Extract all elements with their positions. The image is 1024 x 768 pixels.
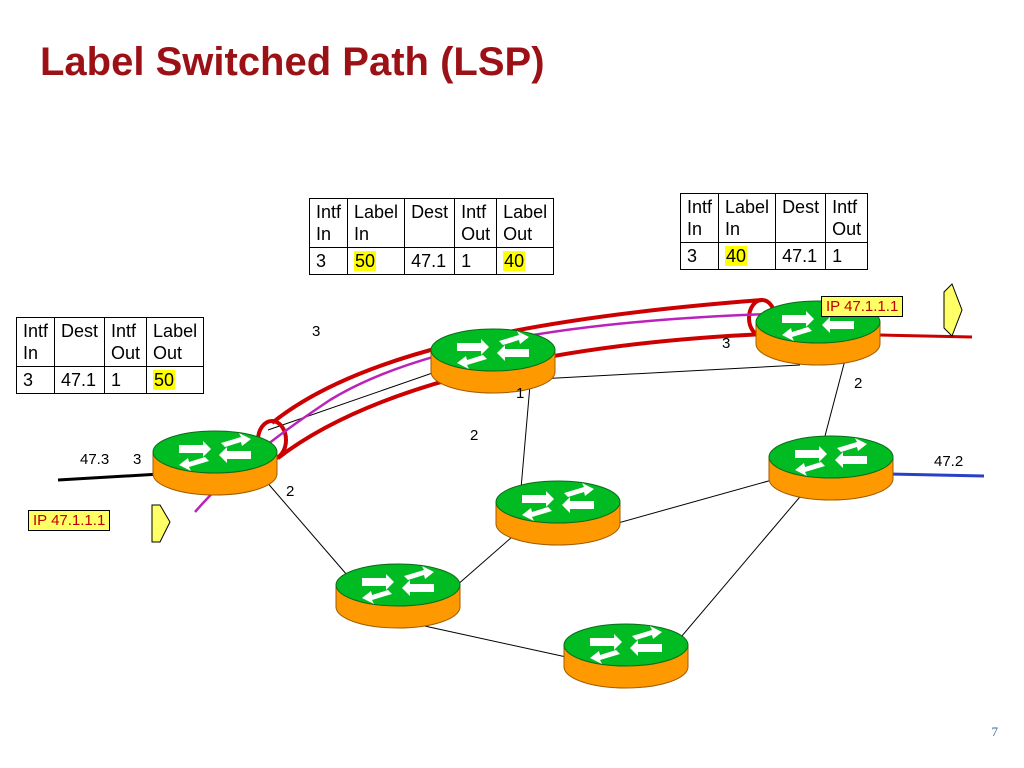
table-header-cell: Intf In — [308, 198, 349, 248]
page-title: Label Switched Path (LSP) — [40, 40, 545, 84]
table-cell-label-in: 40 — [718, 242, 777, 270]
core-interface-2: 2 — [470, 427, 478, 444]
packet-arrow-icon — [943, 283, 963, 337]
router-icon-ingress — [152, 430, 278, 496]
table-cell-label-out: 50 — [146, 366, 205, 394]
packet-arrow-icon — [151, 504, 171, 543]
table-header-cell: Label Out — [496, 198, 555, 248]
ingress-packet-label: IP 47.1.1.1 — [28, 510, 111, 531]
table-cell: 47.1 — [404, 247, 456, 275]
router-icon-right — [768, 435, 894, 501]
router-icon-center — [495, 480, 621, 546]
link-bottomleft-bottomright — [419, 624, 581, 661]
router-icon-bottomleft — [335, 563, 461, 629]
table-header-cell: Label Out — [146, 317, 205, 367]
ingress-interface-2: 2 — [286, 483, 294, 500]
table-header-cell: Dest — [54, 317, 106, 367]
link-center-right — [599, 474, 791, 529]
label-out-value: 40 — [503, 251, 526, 271]
table-header-cell: Intf Out — [454, 198, 498, 248]
table-cell: 47.1 — [775, 242, 827, 270]
table-header-cell: Label In — [347, 198, 406, 248]
link-ingress-bottomleft — [264, 479, 361, 591]
interface-labels: 47.3 47.2 3 2 3 1 2 3 2 — [80, 323, 963, 500]
table-cell: 3 — [15, 366, 56, 394]
table-header-cell: Dest — [775, 193, 827, 243]
egress-interface-3: 3 — [722, 335, 730, 352]
table-header-cell: Dest — [404, 198, 456, 248]
core-interface-3: 3 — [312, 323, 320, 340]
label-in-value: 40 — [725, 246, 748, 266]
table-header-row: Intf In Dest Intf Out Label Out — [15, 317, 205, 367]
core-forwarding-table: Intf In Label In Dest Intf Out Label Out… — [308, 198, 555, 275]
table-row: 3 50 47.1 1 40 — [308, 247, 555, 275]
table-header-row: Intf In Label In Dest Intf Out Label Out — [308, 198, 555, 248]
table-cell: 1 — [454, 247, 498, 275]
link-right-bottomright — [669, 484, 811, 651]
table-cell: 1 — [104, 366, 148, 394]
table-row: 3 40 47.1 1 — [679, 242, 869, 270]
core-interface-1: 1 — [516, 385, 524, 402]
label-out-value: 50 — [153, 370, 176, 390]
ingress-interface-3: 3 — [133, 451, 141, 468]
page-number: 7 — [991, 724, 999, 739]
router-icon-core — [430, 328, 556, 394]
table-header-cell: Intf Out — [825, 193, 869, 243]
table-header-cell: Label In — [718, 193, 777, 243]
table-header-row: Intf In Label In Dest Intf Out — [679, 193, 869, 243]
egress-packet-label: IP 47.1.1.1 — [821, 296, 904, 317]
table-cell: 47.1 — [54, 366, 106, 394]
table-header-cell: Intf In — [15, 317, 56, 367]
egress-forwarding-table: Intf In Label In Dest Intf Out 3 40 47.1… — [679, 193, 869, 270]
table-header-cell: Intf Out — [104, 317, 148, 367]
egress-interface-2: 2 — [854, 375, 862, 392]
network-47-3-line — [57, 472, 161, 482]
network-47-1-line — [879, 333, 973, 339]
table-cell-label-in: 50 — [347, 247, 406, 275]
table-row: 3 47.1 1 50 — [15, 366, 205, 394]
table-cell: 1 — [825, 242, 869, 270]
label-in-value: 50 — [354, 251, 377, 271]
table-header-cell: Intf In — [679, 193, 720, 243]
network-47-3-label: 47.3 — [80, 451, 109, 468]
table-cell-label-out: 40 — [496, 247, 555, 275]
network-47-2-label: 47.2 — [934, 453, 963, 470]
router-icon-bottomright — [563, 623, 689, 689]
link-core-egress — [519, 364, 801, 381]
ingress-forwarding-table: Intf In Dest Intf Out Label Out 3 47.1 1… — [15, 317, 205, 394]
table-cell: 3 — [308, 247, 349, 275]
link-core-center — [519, 384, 531, 501]
table-cell: 3 — [679, 242, 720, 270]
network-47-2-line — [887, 472, 985, 478]
